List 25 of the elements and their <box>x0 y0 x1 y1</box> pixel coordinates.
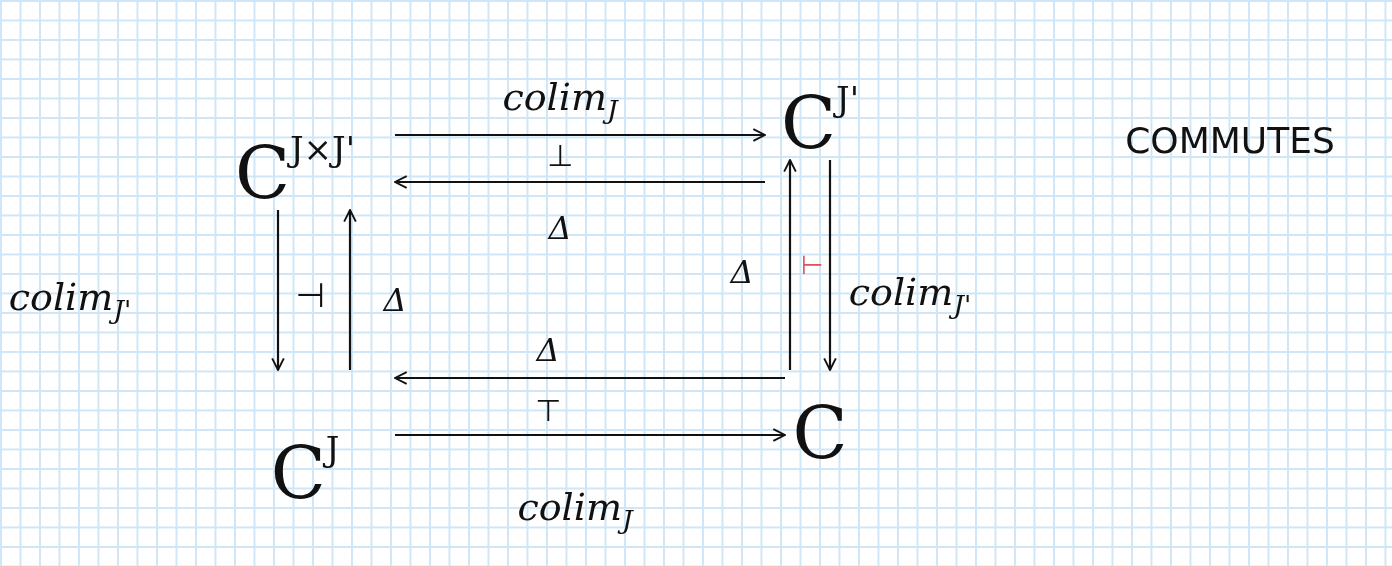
edge-label: colim$_{J}$ <box>502 75 618 125</box>
adjunction-symbol: ⊤ <box>534 392 562 428</box>
category-symbol: C$^{J×J'}$ <box>234 138 356 210</box>
arrow <box>271 210 285 371</box>
adjunction-symbol: ⊢ <box>800 250 824 280</box>
adjunction-symbol: ⊣ <box>295 275 325 315</box>
arrow <box>395 428 786 442</box>
edge-label: colim$_{J}$ <box>517 485 633 535</box>
arrow <box>394 371 785 385</box>
edge-label: colim$_{J'}$ <box>848 270 972 320</box>
arrow <box>783 159 797 370</box>
edge-label: Δ <box>548 209 572 247</box>
arrow <box>395 128 766 142</box>
arrow <box>394 175 765 189</box>
edge-label: Δ <box>730 253 754 291</box>
arrow <box>343 209 357 370</box>
edge-label: Δ <box>536 331 560 369</box>
category-symbol: C$^{J'}$ <box>780 88 860 160</box>
adjunction-symbol: ⊥ <box>546 137 574 173</box>
category-symbol: C$^{J}$ <box>270 438 340 510</box>
category-symbol: C <box>792 398 848 470</box>
edge-label: colim$_{J'}$ <box>8 275 132 325</box>
arrow <box>823 160 837 371</box>
note-text: COMMUTES <box>1125 119 1335 161</box>
edge-label: Δ <box>383 281 407 319</box>
